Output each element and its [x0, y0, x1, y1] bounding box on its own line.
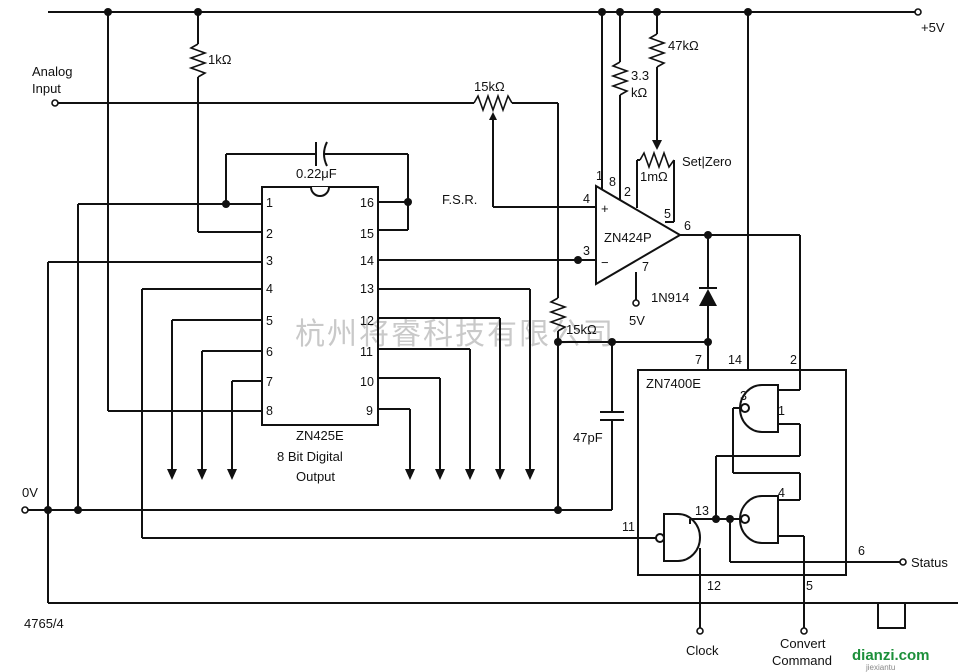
- adc-pin-10: 10: [360, 375, 374, 389]
- opamp-pin-8: 8: [609, 175, 616, 189]
- c47p-label: 47pF: [573, 430, 603, 445]
- neg5-label: 5V: [629, 313, 645, 328]
- adc-pin-12: 12: [360, 314, 374, 328]
- gate-pin-4: 4: [778, 486, 785, 500]
- opamp-pin-3: 3: [583, 244, 590, 258]
- set-zero-label: Set|Zero: [682, 154, 732, 169]
- convert-label-2: Command: [772, 653, 832, 668]
- gate-pin-11: 11: [622, 520, 635, 534]
- r33k-label-2: kΩ: [631, 85, 648, 100]
- ground-rail: 0V: [21, 485, 958, 604]
- logo-subtext: jiexiantu: [865, 663, 895, 672]
- r15k-label: 15kΩ: [566, 322, 597, 337]
- clock-label: Clock: [686, 643, 719, 658]
- adc-pin-15: 15: [360, 227, 374, 241]
- analog-input-label-2: Input: [32, 81, 61, 96]
- resistor-15k: 15kΩ: [548, 297, 708, 510]
- analog-input-label-1: Analog: [32, 64, 72, 79]
- adc-pin-4: 4: [266, 282, 273, 296]
- adc-pin-1: 1: [266, 196, 273, 210]
- opamp-pin-5: 5: [664, 207, 671, 221]
- adc-pin-2: 2: [266, 227, 273, 241]
- opamp-pin-7: 7: [642, 260, 649, 274]
- gate-pin-14: 14: [728, 353, 742, 367]
- adc-pin-7: 7: [266, 375, 273, 389]
- r33k-label-1: 3.3: [631, 68, 649, 83]
- diode-label: 1N914: [651, 290, 689, 305]
- fsr-pot-label: 15kΩ: [474, 79, 505, 94]
- fsr-label: F.S.R.: [442, 192, 477, 207]
- r1m-label: 1mΩ: [640, 169, 668, 184]
- gate-pin-5: 5: [806, 579, 813, 593]
- diode-1n914: 1N914: [651, 235, 717, 370]
- positive-rail: +5V: [48, 8, 945, 35]
- status-label: Status: [911, 555, 948, 570]
- convert-label-1: Convert: [780, 636, 826, 651]
- pos-supply-label: +5V: [921, 20, 945, 35]
- adc-pin-13: 13: [360, 282, 374, 296]
- gate-pin-13: 13: [695, 504, 709, 518]
- opamp-minus: −: [601, 255, 609, 270]
- zn425e-label: ZN425E: [296, 428, 344, 443]
- zn7400e-ic: ZN7400E 7 14 2 3 1 4 13 11 12 5 6: [622, 12, 948, 635]
- zn424p-label: ZN424P: [604, 230, 652, 245]
- capacitor-47pf: 47pF: [573, 338, 624, 510]
- adc-left-wiring: [47, 12, 656, 539]
- opamp-pin-1: 1: [596, 169, 603, 183]
- r47k-label: 47kΩ: [668, 38, 699, 53]
- adc-pin-14: 14: [360, 254, 374, 268]
- zero-adjust: 47kΩ 1mΩ Set|Zero: [636, 12, 732, 223]
- adc-pin-6: 6: [266, 345, 273, 359]
- adc-pin-16: 16: [360, 196, 374, 210]
- capacitor-022uf: 0.22μF: [222, 141, 412, 231]
- gate-pin-1: 1: [778, 404, 785, 418]
- c022-label: 0.22μF: [296, 166, 337, 181]
- convert-pulse-waveform: [830, 602, 950, 629]
- zn425e-ic: ZN425E 8 Bit Digital Output 1 2 3 4 5 6 …: [261, 186, 379, 484]
- gate-pin-7: 7: [695, 353, 702, 367]
- opamp-plus: +: [601, 201, 609, 216]
- analog-input: Analog Input 15kΩ F.S.R.: [32, 64, 596, 298]
- adc-pin-11: 11: [360, 345, 373, 359]
- adc-pin-5: 5: [266, 314, 273, 328]
- adc-pin-9: 9: [366, 404, 373, 418]
- opamp-pin-4: 4: [583, 192, 590, 206]
- r1k-label: 1kΩ: [208, 52, 232, 67]
- resistor-1k: 1kΩ: [188, 12, 262, 233]
- zn7400e-label: ZN7400E: [646, 376, 701, 391]
- reference-label: 4765/4: [24, 616, 64, 631]
- gate-pin-6: 6: [858, 544, 865, 558]
- gate-pin-2: 2: [790, 353, 797, 367]
- watermark-text: 杭州将睿科技有限公司: [295, 317, 615, 352]
- site-logo: dianzi.com jiexiantu: [852, 647, 930, 672]
- adc-right-wiring: [378, 256, 582, 480]
- adc-caption-2: Output: [296, 469, 335, 484]
- opamp-pin-2: 2: [624, 185, 631, 199]
- ground-label: 0V: [22, 485, 38, 500]
- bottom-labels: Clock Convert Command 4765/4: [24, 616, 832, 668]
- logo-text: dianzi.com: [852, 647, 930, 664]
- gate-pin-12: 12: [707, 579, 721, 593]
- zn424p-opamp: + − ZN424P 1 8 2 4 3 5 6 7 3.3 kΩ 5V: [578, 12, 800, 328]
- adc-caption-1: 8 Bit Digital: [277, 449, 343, 464]
- adc-pin-8: 8: [266, 404, 273, 418]
- adc-pin-3: 3: [266, 254, 273, 268]
- opamp-pin-6: 6: [684, 219, 691, 233]
